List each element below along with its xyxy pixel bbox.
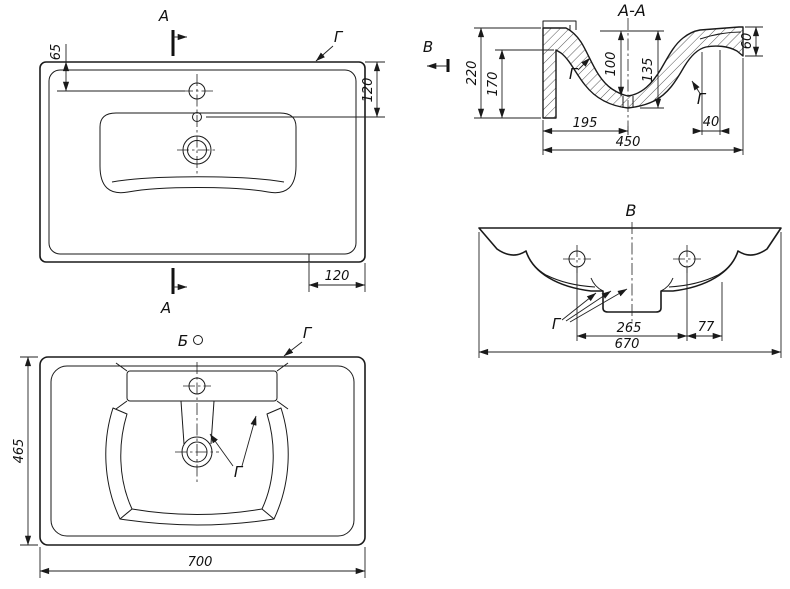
dim-side-offset: 77 — [686, 282, 723, 341]
view-direction-mark: В — [423, 38, 450, 72]
svg-text:65: 65 — [49, 44, 64, 61]
section-cut-body — [542, 26, 744, 119]
svg-text:Г: Г — [697, 90, 707, 108]
dim-rim-depth: 120 — [206, 61, 385, 118]
mounting-rail-detail — [542, 20, 577, 30]
section-letter-bottom: A — [160, 299, 171, 317]
svg-text:Г: Г — [303, 324, 313, 342]
section-letter-top: A — [158, 7, 169, 25]
underside-outer-edge — [39, 356, 366, 546]
surface-finish-label-bowl: Г — [569, 57, 591, 83]
sink-outer-edge — [39, 61, 366, 263]
view-b: В Г 265 77 — [478, 201, 782, 358]
surface-finish-label-outer: Г — [283, 324, 313, 357]
surface-finish-label-top-view: Г — [315, 28, 344, 62]
svg-text:Б: Б — [178, 332, 188, 350]
surface-finish-label-inner: Г — [209, 415, 257, 481]
svg-text:265: 265 — [617, 321, 642, 336]
dim-total-height: 220 — [465, 27, 541, 119]
deck-recess — [126, 370, 278, 402]
svg-text:465: 465 — [12, 439, 27, 464]
surface-finish-label-view-b: Г — [552, 288, 628, 333]
underside-front-outline — [478, 227, 782, 313]
section-a-a-view: A-A В 220 170 100 — [423, 1, 763, 155]
dim-skirt-height: 170 — [486, 49, 554, 119]
dim-front-edge-height: 60 — [740, 26, 763, 57]
svg-text:100: 100 — [604, 52, 619, 77]
view-b-title: В — [626, 201, 637, 220]
svg-text:670: 670 — [615, 337, 640, 352]
svg-text:170: 170 — [486, 72, 501, 97]
view-label-b: Б — [178, 332, 203, 350]
svg-text:Г: Г — [552, 315, 562, 333]
dim-hole-span: 265 — [576, 268, 688, 341]
basin-outline — [99, 112, 297, 194]
svg-text:В: В — [423, 38, 433, 56]
dim-overall-width-b: 670 — [478, 232, 782, 358]
dim-faucet-offset: 65 — [49, 44, 185, 92]
svg-text:120: 120 — [325, 269, 350, 284]
svg-text:220: 220 — [465, 61, 480, 86]
dim-drain-offset: 195 — [542, 116, 629, 135]
svg-text:135: 135 — [641, 58, 656, 83]
svg-text:450: 450 — [616, 135, 641, 150]
surface-finish-label-underside: Г — [691, 80, 707, 108]
right-rib — [261, 407, 289, 520]
rotated-view-icon — [193, 335, 203, 345]
svg-text:700: 700 — [188, 555, 213, 570]
dim-overflow-ledge: 40 — [692, 50, 730, 135]
svg-text:Г: Г — [334, 28, 344, 46]
bottom-view: Б Г Г 465 700 — [12, 324, 366, 578]
dim-bowl-outer-depth: 135 — [640, 30, 664, 109]
svg-text:Г: Г — [569, 65, 579, 83]
left-rib — [105, 407, 133, 520]
svg-text:60: 60 — [740, 33, 755, 50]
svg-text:Г: Г — [234, 463, 244, 481]
dim-bowl-depth: 100 — [600, 30, 664, 97]
section-cut-mark-top: A — [158, 7, 188, 56]
dim-overall-width: 700 — [39, 547, 366, 578]
svg-text:195: 195 — [573, 116, 598, 131]
sink-rim-edge — [48, 69, 357, 255]
dim-overall-depth: 465 — [12, 356, 38, 546]
svg-text:40: 40 — [703, 115, 720, 130]
dim-overall-depth-section: 450 — [542, 58, 744, 155]
section-cut-mark-bottom: A — [160, 268, 188, 317]
top-view: A A Г 65 120 120 — [39, 7, 385, 317]
underside-inner-edge — [50, 365, 355, 537]
svg-text:120: 120 — [361, 78, 376, 103]
section-title: A-A — [617, 1, 646, 20]
dim-right-ledge: 120 — [308, 263, 366, 292]
svg-text:77: 77 — [698, 320, 715, 335]
